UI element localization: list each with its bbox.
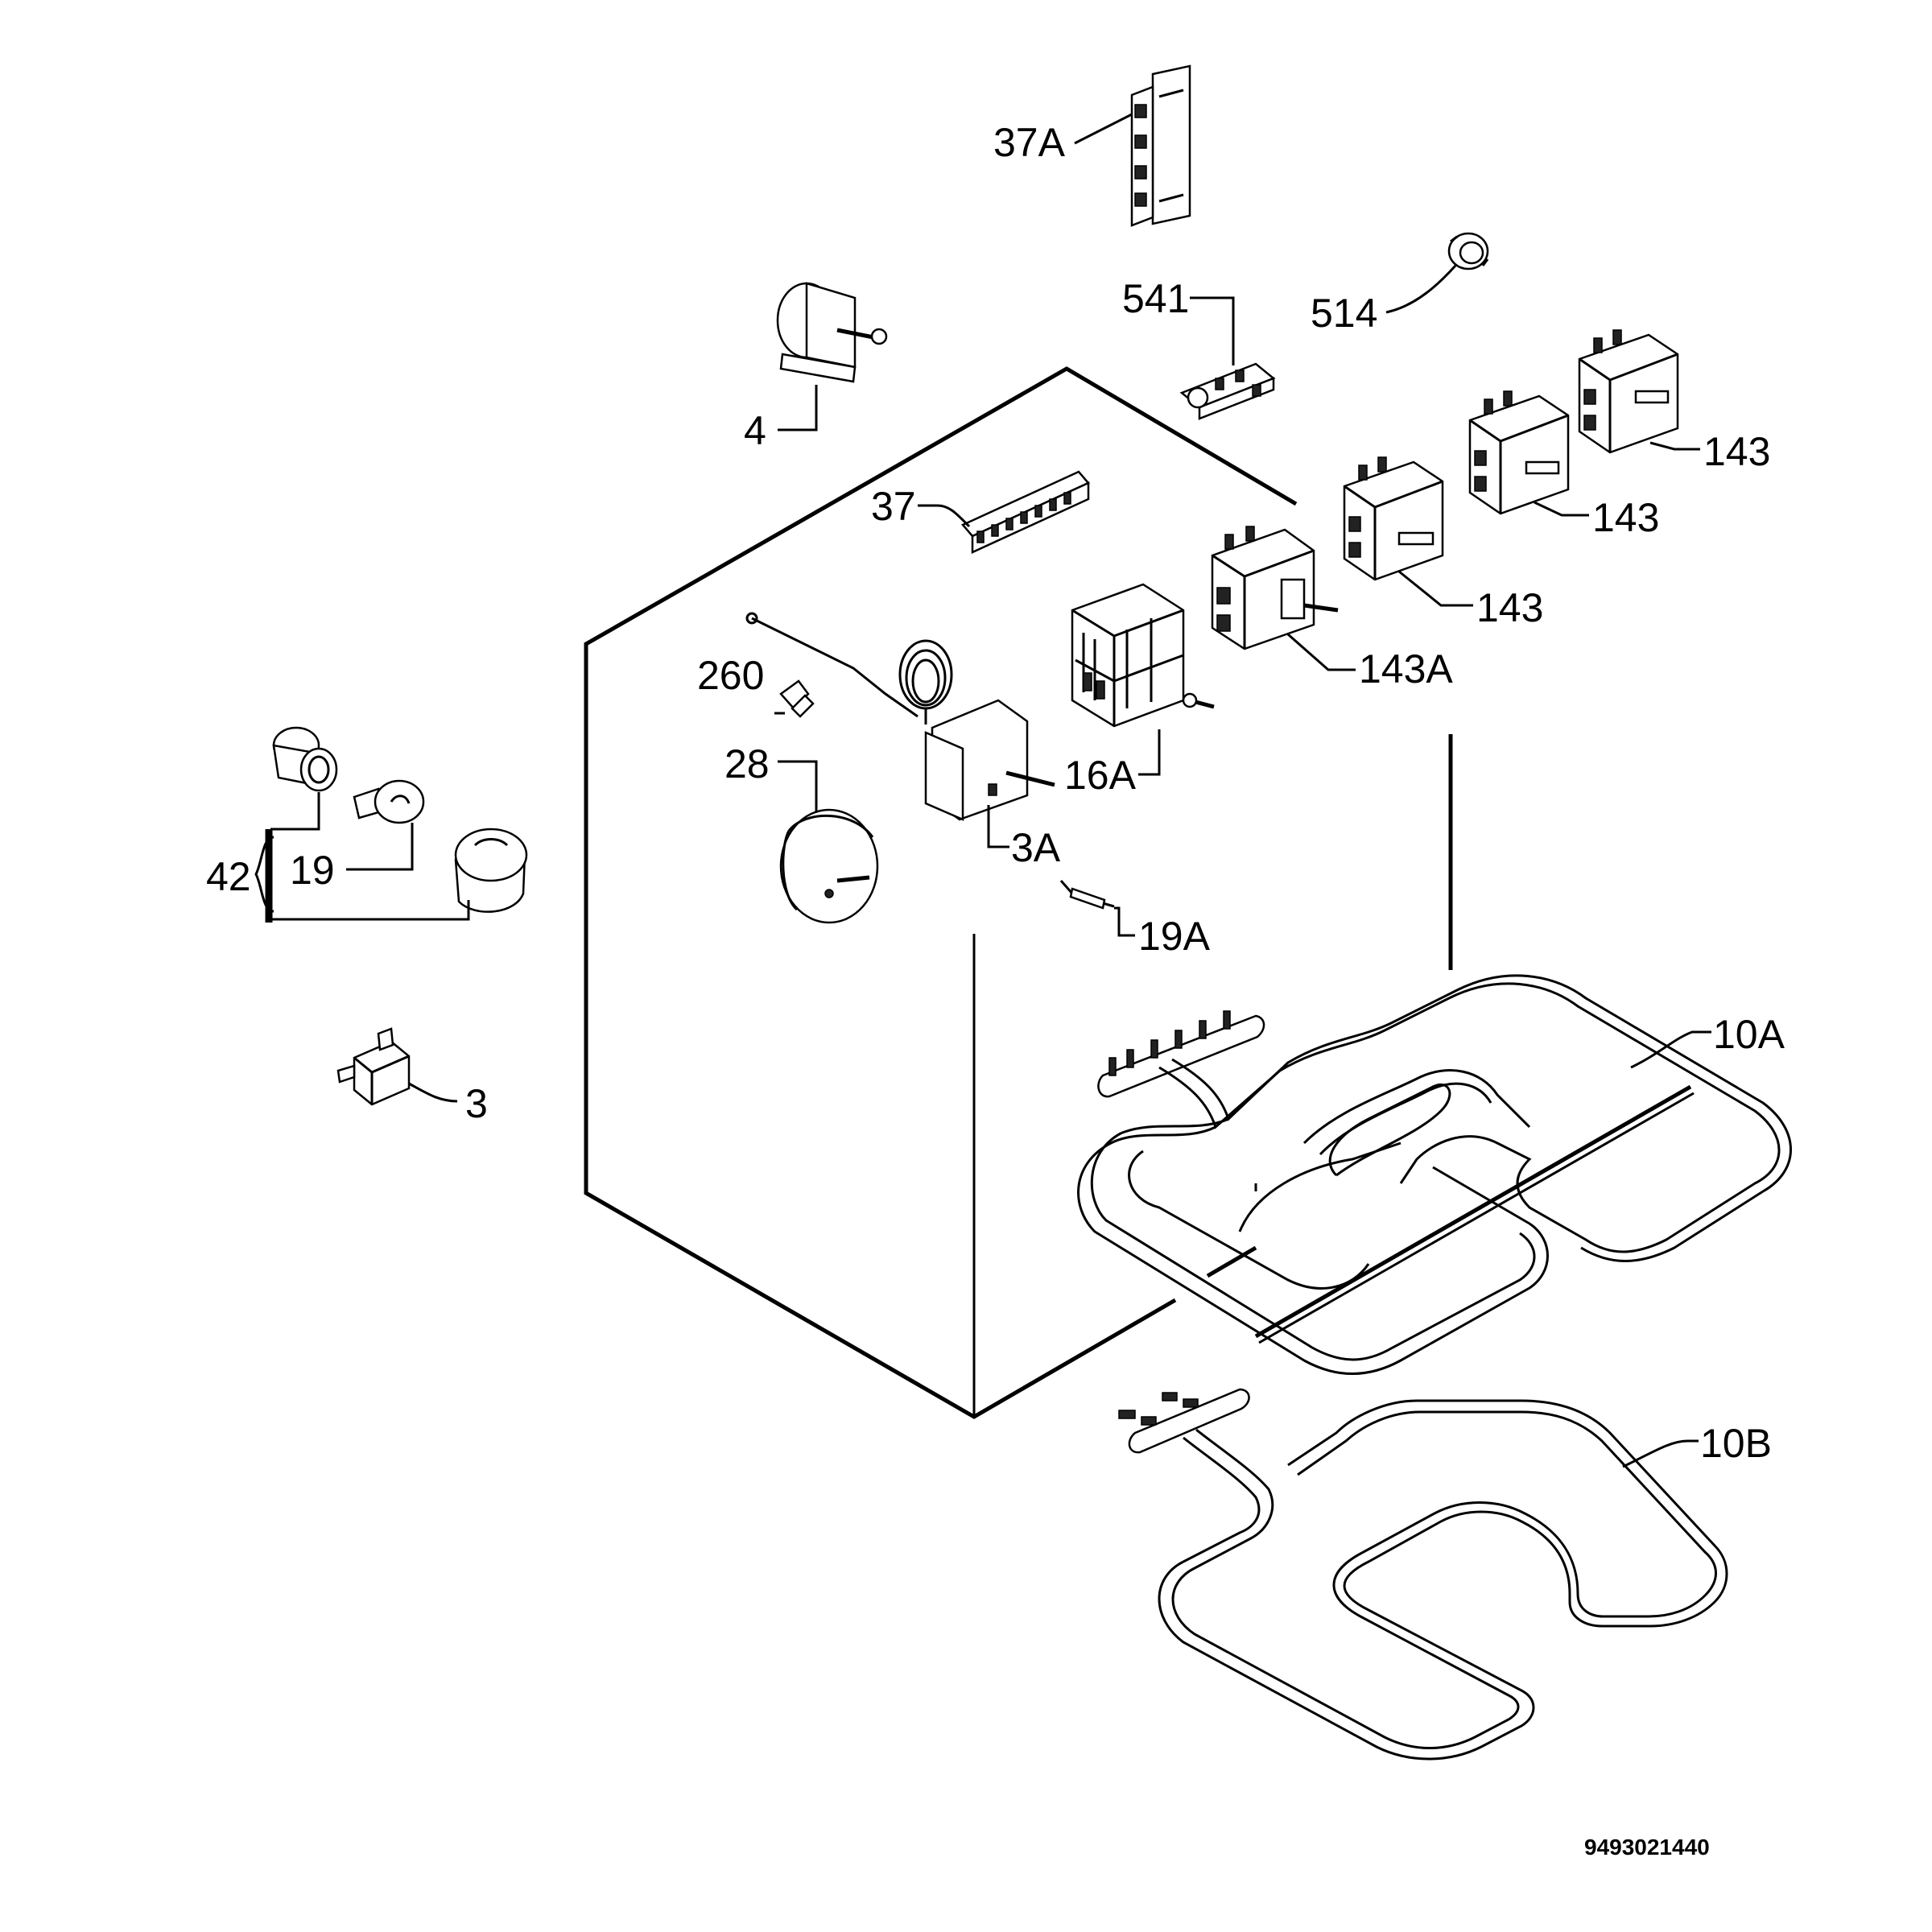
label-10b: 10B	[1700, 1421, 1772, 1466]
leader-143-top	[1649, 441, 1700, 451]
switch-541	[1179, 362, 1276, 420]
label-4: 4	[744, 408, 766, 453]
clip-260	[774, 679, 815, 718]
indicator-lamp-19a	[1059, 880, 1115, 910]
leader-42-cover	[270, 900, 470, 921]
label-42: 42	[206, 854, 251, 899]
label-37: 37	[871, 484, 916, 529]
leader-10a	[1630, 1030, 1711, 1069]
switch-143-top	[1578, 329, 1679, 454]
leader-3a	[987, 805, 1009, 848]
switch-143a	[1211, 526, 1339, 650]
timer-28	[779, 808, 879, 924]
leader-3	[408, 1082, 458, 1103]
label-28: 28	[724, 741, 770, 786]
label-541: 541	[1122, 276, 1189, 321]
label-143-lower: 143	[1476, 585, 1543, 630]
label-514: 514	[1311, 291, 1377, 336]
terminal-strip-37	[960, 470, 1091, 554]
label-19a: 19A	[1138, 914, 1211, 959]
leader-143-middle	[1534, 501, 1589, 517]
switch-143-lower	[1343, 456, 1444, 581]
terminal-block-37a	[1130, 64, 1191, 227]
leader-143-lower	[1398, 570, 1473, 607]
oven-cabinet-outline	[584, 366, 1453, 1419]
brace-42	[254, 836, 275, 913]
label-143a: 143A	[1359, 646, 1453, 691]
label-3a: 3A	[1011, 825, 1061, 870]
label-10a: 10A	[1713, 1012, 1785, 1057]
label-143-top: 143	[1703, 429, 1770, 474]
selector-16a	[1071, 583, 1215, 728]
bulb-19	[353, 779, 425, 824]
motor-4	[776, 282, 888, 383]
label-3: 3	[465, 1081, 488, 1126]
leader-42-holder	[270, 792, 320, 831]
leader-19a	[1114, 906, 1135, 937]
grill-element-10a	[1077, 974, 1792, 1375]
leader-541	[1190, 296, 1235, 365]
label-16a: 16A	[1064, 753, 1137, 798]
lamp-cover-42	[454, 828, 528, 913]
leader-28	[778, 760, 818, 811]
leader-514	[1385, 264, 1457, 314]
leader-4	[778, 385, 818, 431]
label-37a: 37A	[993, 120, 1066, 165]
leader-19	[346, 823, 414, 871]
label-260: 260	[697, 653, 764, 698]
document-number: 9493021440	[1584, 1835, 1710, 1860]
leader-10b	[1622, 1439, 1699, 1468]
thermostat-3a	[745, 612, 1055, 821]
leader-37	[918, 504, 971, 528]
leader-37a	[1074, 113, 1133, 145]
label-143-middle: 143	[1592, 495, 1659, 540]
switch-143-middle	[1468, 390, 1570, 515]
leader-16a	[1138, 729, 1161, 776]
bake-element-10b	[1118, 1388, 1728, 1761]
label-19: 19	[290, 848, 335, 893]
lamp-holder-42	[272, 726, 338, 792]
leader-143a	[1287, 633, 1356, 671]
thermal-cutout-3	[336, 1027, 411, 1106]
grommet-514	[1447, 232, 1489, 270]
